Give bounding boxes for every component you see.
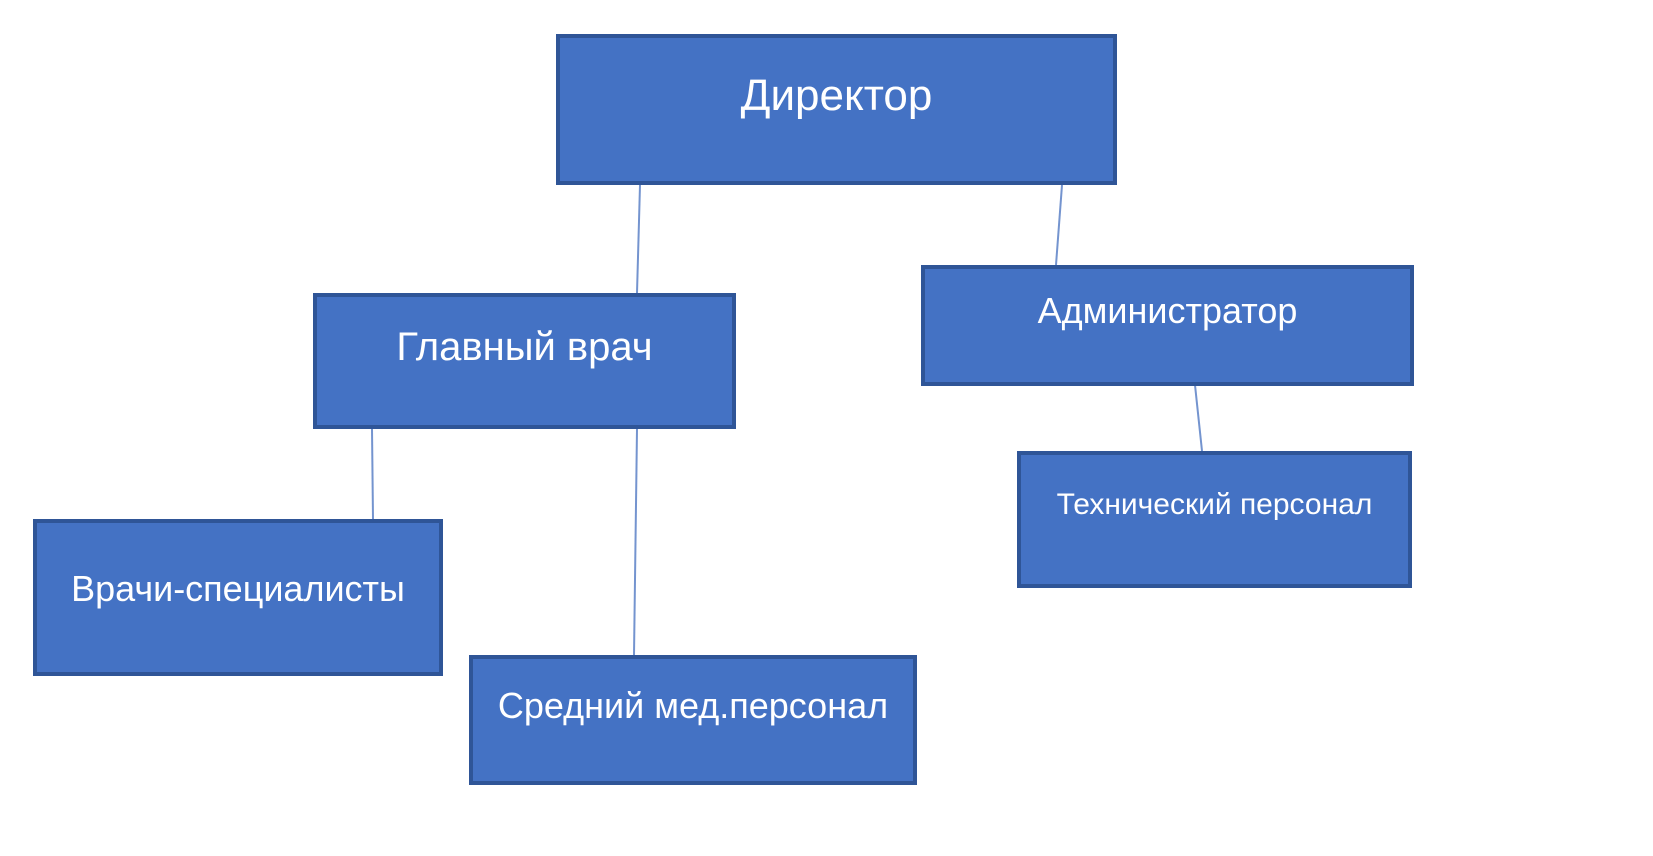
node-label-specialists: Врачи-специалисты (71, 567, 405, 609)
node-label-chief-doctor: Главный врач (396, 325, 653, 369)
connector-director-admin (1055, 184, 1063, 266)
connector-admin-technical (1194, 384, 1203, 452)
node-label-administrator: Администратор (1037, 289, 1298, 331)
connector-chief-midlevel (633, 428, 638, 656)
org-node-administrator: Администратор (921, 265, 1414, 386)
node-label-technical-staff: Технический персонал (1056, 488, 1373, 522)
org-node-technical-staff: Технический персонал (1017, 451, 1412, 588)
org-node-specialists: Врачи-специалисты (33, 519, 443, 676)
connector-chief-specialists (371, 428, 374, 520)
connector-director-chief (636, 184, 641, 294)
org-node-mid-medical-staff: Средний мед.персонал (469, 655, 917, 785)
node-label-director: Директор (740, 71, 933, 121)
node-label-mid-medical-staff: Средний мед.персонал (497, 685, 889, 727)
org-node-chief-doctor: Главный врач (313, 293, 736, 429)
org-node-director: Директор (556, 34, 1117, 185)
